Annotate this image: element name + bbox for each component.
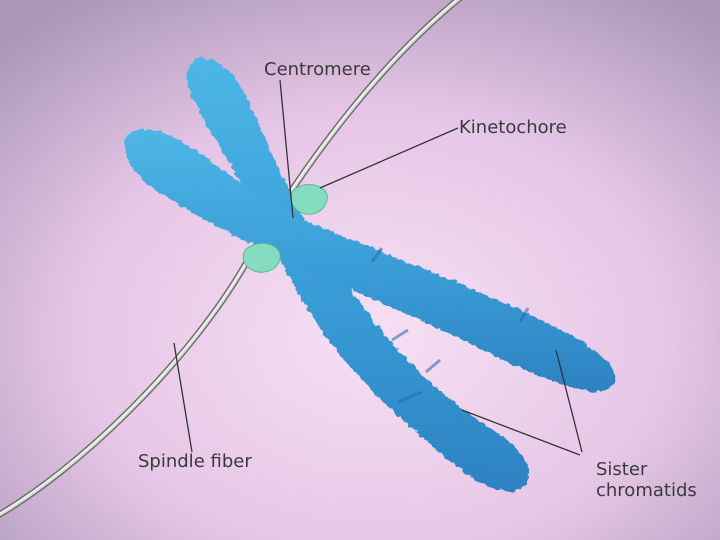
kinetochores [242,184,328,273]
centromere-label: Centromere [264,59,371,80]
sister-chromatids-label-line2: chromatids [596,480,697,501]
spindle-fiber-label: Spindle fiber [138,451,252,472]
kinetochore-upper [290,184,328,215]
sister-chromatids-label-line1: Sister [596,459,648,480]
kinetochore-label: Kinetochore [459,117,567,138]
leader-sister-chromatids-a [555,349,583,453]
kinetochore-lower [242,243,281,273]
leader-centromere [279,79,294,219]
chromatid-bands [370,247,530,404]
chromatid-texture [124,58,615,492]
leader-sister-chromatids-b [461,409,581,456]
leader-lines [173,79,583,456]
leader-spindle-fiber [173,342,193,453]
leader-kinetochore [319,127,459,189]
